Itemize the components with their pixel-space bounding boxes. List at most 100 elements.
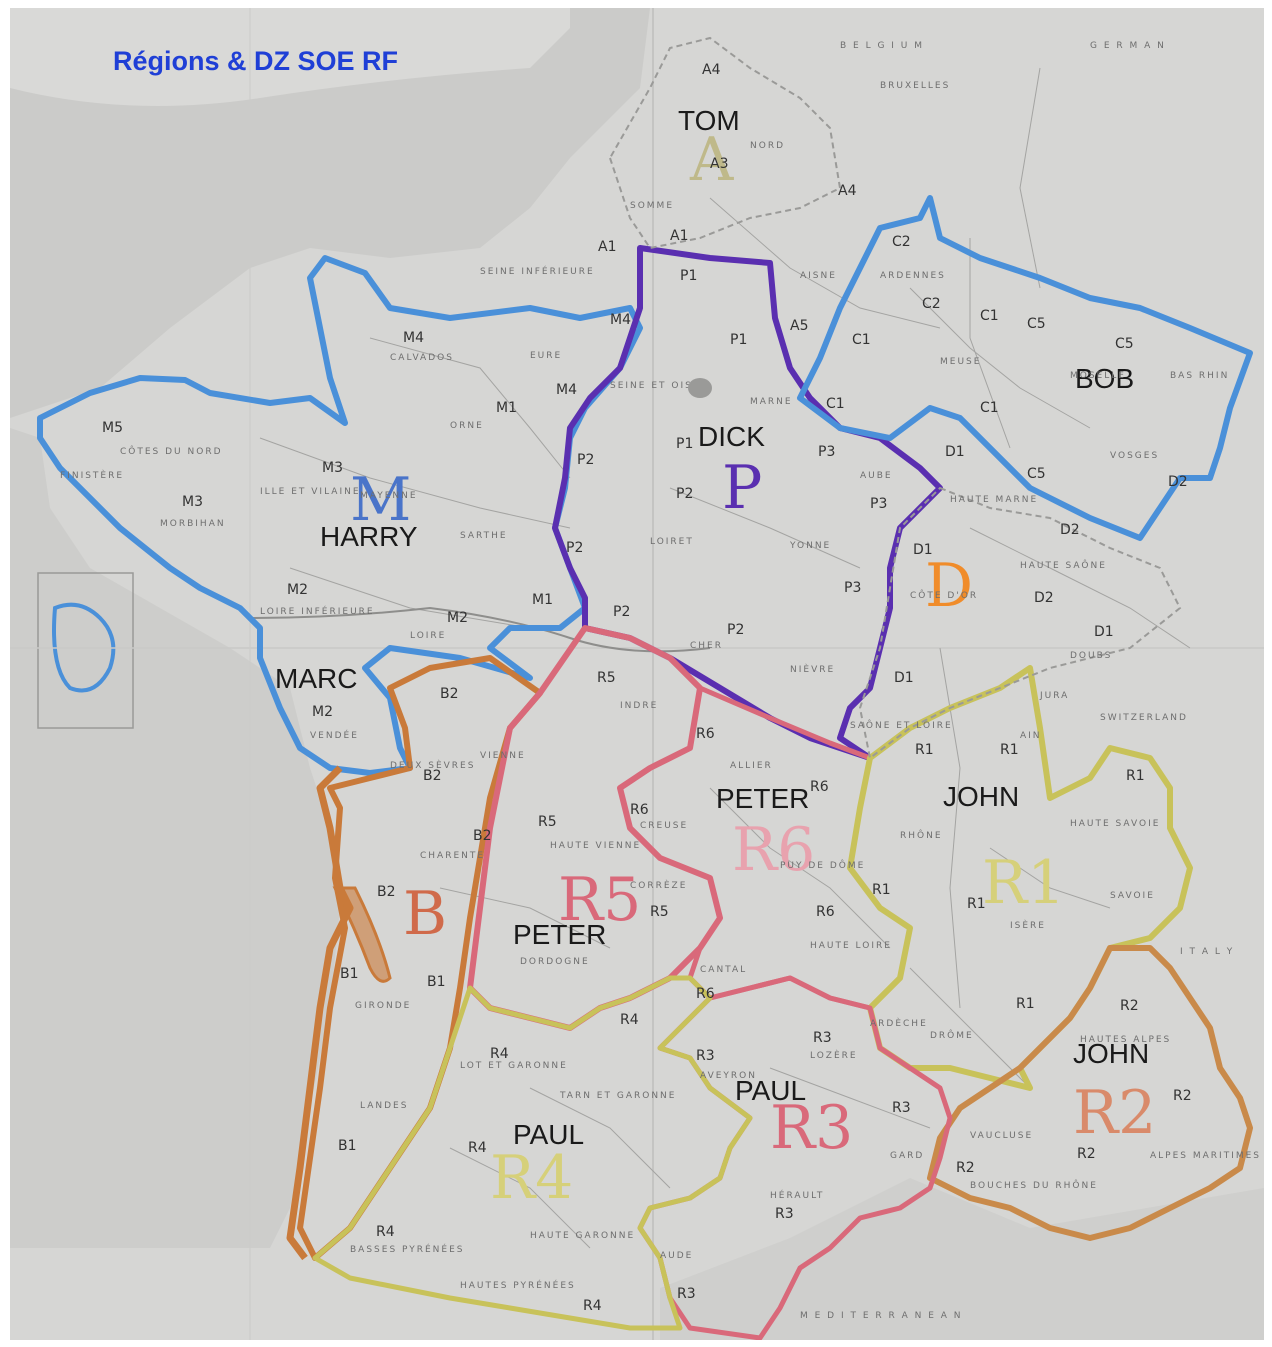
place-rhone: RHÔNE xyxy=(900,829,943,841)
dz-code: R1 xyxy=(915,742,934,758)
map-frame: Régions & DZ SOE RF A M P D B R5 R6 R1 R… xyxy=(10,8,1264,1340)
agent-tom: TOM xyxy=(678,105,740,136)
place-moselle: MOSELLE xyxy=(1070,371,1126,381)
dz-code: D2 xyxy=(1060,522,1080,538)
map-title: Régions & DZ SOE RF xyxy=(113,46,398,76)
dz-code: P3 xyxy=(870,496,887,512)
place-charente: CHARENTE xyxy=(420,851,485,861)
map-svg[interactable]: Régions & DZ SOE RF A M P D B R5 R6 R1 R… xyxy=(10,8,1264,1340)
dz-code: P3 xyxy=(844,580,861,596)
dz-code: P1 xyxy=(676,436,693,452)
place-finistere: FINISTÈRE xyxy=(60,469,124,481)
place-herault: HÉRAULT xyxy=(770,1189,824,1201)
dz-code: M1 xyxy=(532,592,553,608)
place-haute-saone: HAUTE SAÔNE xyxy=(1020,559,1107,571)
region-c-boundary xyxy=(797,195,1253,541)
place-vienne: VIENNE xyxy=(480,751,526,761)
region-letter-r4: R4 xyxy=(490,1143,573,1213)
dz-code: A5 xyxy=(790,318,808,334)
place-haute-savoie: HAUTE SAVOIE xyxy=(1070,819,1160,829)
place-ardennes: ARDENNES xyxy=(880,271,946,281)
place-puy-de-dome: PUY DE DÔME xyxy=(780,859,865,871)
dz-code: M2 xyxy=(312,704,333,720)
dz-code: R4 xyxy=(620,1012,639,1028)
place-loiret: LOIRET xyxy=(650,537,694,547)
place-aveyron: AVEYRON xyxy=(700,1071,757,1081)
region-letter-r2: R2 xyxy=(1073,1078,1156,1148)
place-ille-et-vilaine: ILLE ET VILAINE xyxy=(260,487,361,497)
dz-code: B2 xyxy=(473,828,492,844)
dz-code: A4 xyxy=(702,62,721,78)
dz-code: C1 xyxy=(980,400,999,416)
atlantic-sea xyxy=(10,428,340,1248)
place-gard: GARD xyxy=(890,1151,924,1161)
dz-code: M2 xyxy=(287,582,308,598)
place-dordogne: DORDOGNE xyxy=(520,957,590,967)
place-deux-sevres: DEUX SÈVRES xyxy=(390,759,475,771)
place-nord: NORD xyxy=(750,141,785,151)
place-aisne: AISNE xyxy=(800,271,837,281)
inset-frame xyxy=(37,572,134,729)
dz-code: D1 xyxy=(913,542,933,558)
place-eure: EURE xyxy=(530,351,562,361)
dz-code: R2 xyxy=(956,1160,975,1176)
dz-code: C2 xyxy=(892,234,911,250)
dz-code: R2 xyxy=(1077,1146,1096,1162)
dz-code: R3 xyxy=(813,1030,832,1046)
place-saone-et-loire: SAÔNE ET LOIRE xyxy=(850,719,953,731)
region-letter-a: A xyxy=(689,125,734,195)
dz-code: C5 xyxy=(1115,336,1134,352)
place-italy: I T A L Y xyxy=(1180,947,1234,957)
dz-code: R3 xyxy=(775,1206,794,1222)
place-vendee: VENDÉE xyxy=(310,729,359,741)
place-cher: CHER xyxy=(690,641,723,651)
place-haute-garonne: HAUTE GARONNE xyxy=(530,1231,635,1241)
agent-dick: DICK xyxy=(698,421,765,452)
place-mediterranean: M E D I T E R R A N E A N xyxy=(800,1311,963,1321)
dz-code: P2 xyxy=(613,604,630,620)
place-meuse: MEUSE xyxy=(940,357,981,367)
region-letter-d: D xyxy=(925,551,973,621)
place-lot: LOT ET GARONNE xyxy=(460,1061,568,1071)
england-land xyxy=(10,8,570,106)
dz-code: R3 xyxy=(677,1286,696,1302)
place-bouches-du-rhone: BOUCHES DU RHÔNE xyxy=(970,1179,1098,1191)
dz-code: R6 xyxy=(696,986,715,1002)
region-letter-r1: R1 xyxy=(982,848,1065,918)
dz-code: C1 xyxy=(852,332,871,348)
place-vosges: VOSGES xyxy=(1110,451,1159,461)
dz-code: M4 xyxy=(556,382,577,398)
dz-code: P2 xyxy=(676,486,693,502)
region-a-boundary xyxy=(608,36,842,250)
place-correze: CORRÈZE xyxy=(630,879,687,891)
region-p-boundary xyxy=(552,245,943,761)
dz-code: D1 xyxy=(945,444,965,460)
place-names: B E L G I U M G E R M A N BRUXELLES SWIT… xyxy=(60,41,1259,1321)
dz-code: A1 xyxy=(670,228,688,244)
place-lozere: LOZÈRE xyxy=(810,1049,858,1061)
place-cantal: CANTAL xyxy=(700,965,747,975)
dz-code: C5 xyxy=(1027,316,1046,332)
dz-code: R1 xyxy=(1016,996,1035,1012)
place-germany: G E R M A N xyxy=(1090,41,1166,51)
place-haute-vienne: HAUTE VIENNE xyxy=(550,841,641,851)
dz-code: D2 xyxy=(1168,474,1188,490)
dz-code: B1 xyxy=(427,974,446,990)
place-loire-inf: LOIRE INFÉRIEURE xyxy=(260,605,375,617)
dz-code: A1 xyxy=(598,239,616,255)
place-doubs: DOUBS xyxy=(1070,651,1112,661)
dz-code: R6 xyxy=(810,779,829,795)
agent-marc: MARC xyxy=(275,663,357,694)
place-ardeche: ARDÈCHE xyxy=(870,1017,928,1029)
paris-marker xyxy=(688,378,712,398)
channel-sea xyxy=(10,8,650,418)
place-orne: ORNE xyxy=(450,421,484,431)
place-landes: LANDES xyxy=(360,1101,408,1111)
dz-code: P2 xyxy=(577,452,594,468)
dz-code: D1 xyxy=(894,670,914,686)
place-haute-marne: HAUTE MARNE xyxy=(950,495,1038,505)
dz-code: R2 xyxy=(1120,998,1139,1014)
dz-code: P1 xyxy=(680,268,697,284)
dz-code: R3 xyxy=(696,1048,715,1064)
loire-river xyxy=(249,606,711,653)
